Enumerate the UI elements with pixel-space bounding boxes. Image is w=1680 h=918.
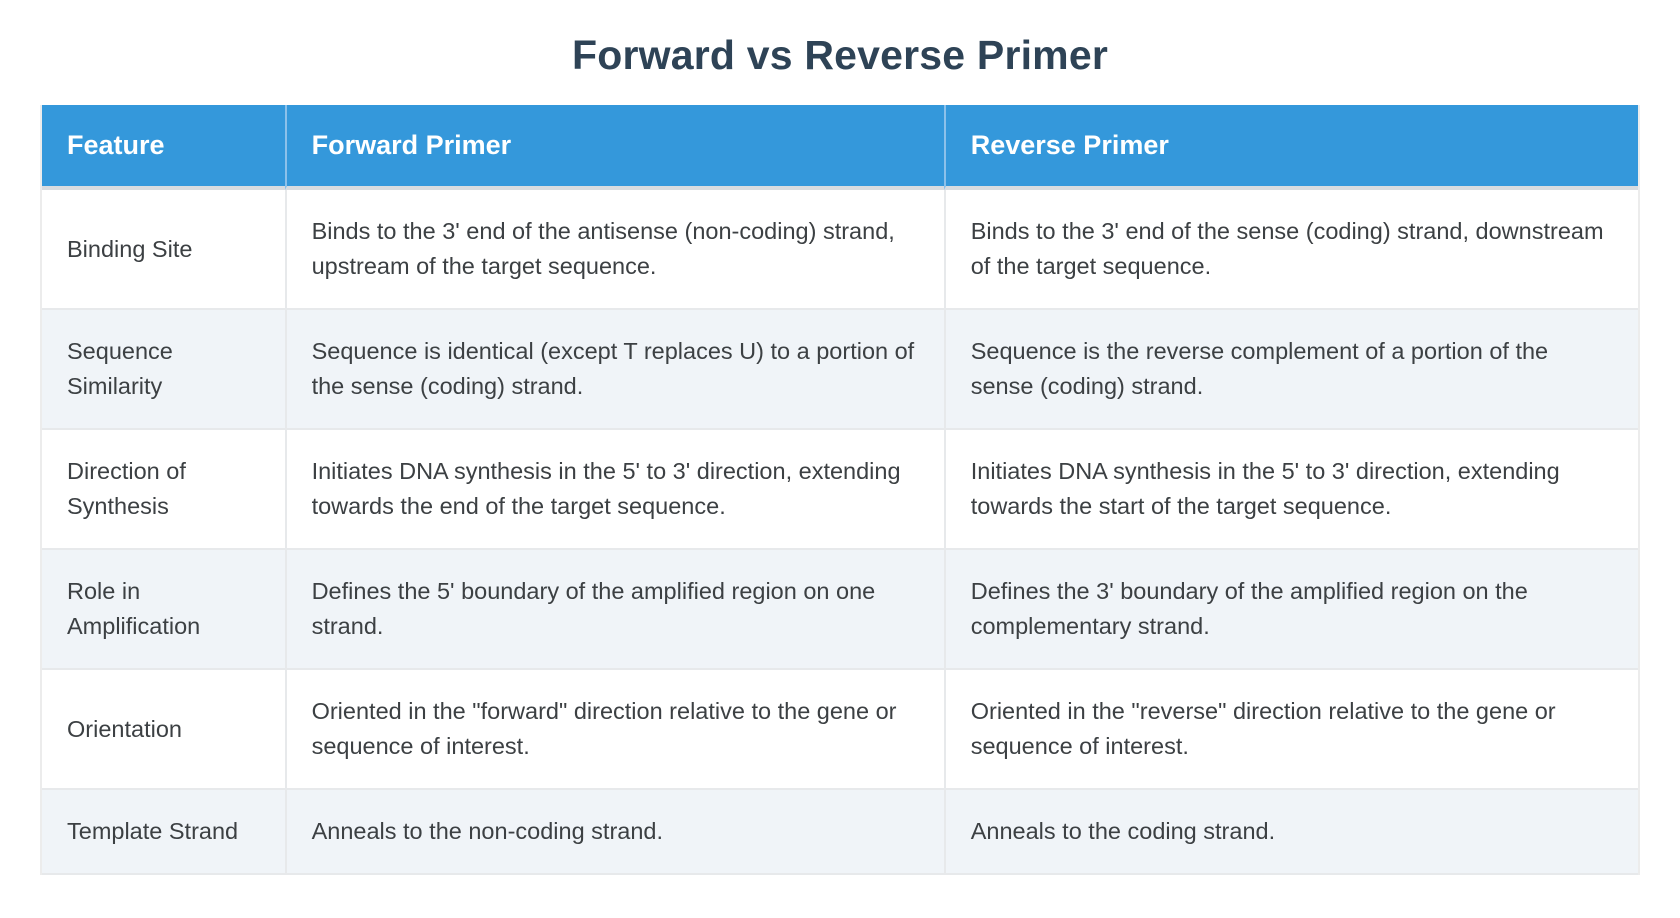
header-cell-reverse-primer: Reverse Primer	[943, 105, 1638, 190]
reverse-primer-cell: Initiates DNA synthesis in the 5' to 3' …	[943, 430, 1638, 550]
comparison-table: Feature Forward Primer Reverse Primer Bi…	[40, 105, 1640, 875]
forward-primer-cell: Oriented in the "forward" direction rela…	[284, 670, 944, 790]
forward-primer-cell: Binds to the 3' end of the antisense (no…	[284, 190, 944, 310]
table-row-direction-of-synthesis: Direction of Synthesis Initiates DNA syn…	[42, 430, 1638, 550]
forward-primer-cell: Anneals to the non-coding strand.	[284, 790, 944, 875]
feature-cell: Direction of Synthesis	[42, 430, 285, 550]
header-cell-feature: Feature	[42, 105, 285, 190]
feature-cell: Orientation	[42, 670, 285, 790]
forward-primer-cell: Sequence is identical (except T replaces…	[284, 310, 944, 430]
reverse-primer-cell: Sequence is the reverse complement of a …	[943, 310, 1638, 430]
table-header-row: Feature Forward Primer Reverse Primer	[42, 105, 1638, 190]
header-cell-forward-primer: Forward Primer	[284, 105, 944, 190]
table-row-sequence-similarity: Sequence Similarity Sequence is identica…	[42, 310, 1638, 430]
reverse-primer-cell: Anneals to the coding strand.	[943, 790, 1638, 875]
page-title: Forward vs Reverse Primer	[572, 32, 1108, 78]
forward-primer-cell: Defines the 5' boundary of the amplified…	[284, 550, 944, 670]
feature-cell: Binding Site	[42, 190, 285, 310]
table-row-template-strand: Template Strand Anneals to the non-codin…	[42, 790, 1638, 875]
reverse-primer-cell: Defines the 3' boundary of the amplified…	[943, 550, 1638, 670]
forward-primer-cell: Initiates DNA synthesis in the 5' to 3' …	[284, 430, 944, 550]
table-row-orientation: Orientation Oriented in the "forward" di…	[42, 670, 1638, 790]
comparison-table-container: Feature Forward Primer Reverse Primer Bi…	[40, 105, 1640, 875]
feature-cell: Role in Amplification	[42, 550, 285, 670]
reverse-primer-cell: Oriented in the "reverse" direction rela…	[943, 670, 1638, 790]
table-row-binding-site: Binding Site Binds to the 3' end of the …	[42, 190, 1638, 310]
feature-cell: Sequence Similarity	[42, 310, 285, 430]
feature-cell: Template Strand	[42, 790, 285, 875]
table-row-role-in-amplification: Role in Amplification Defines the 5' bou…	[42, 550, 1638, 670]
reverse-primer-cell: Binds to the 3' end of the sense (coding…	[943, 190, 1638, 310]
